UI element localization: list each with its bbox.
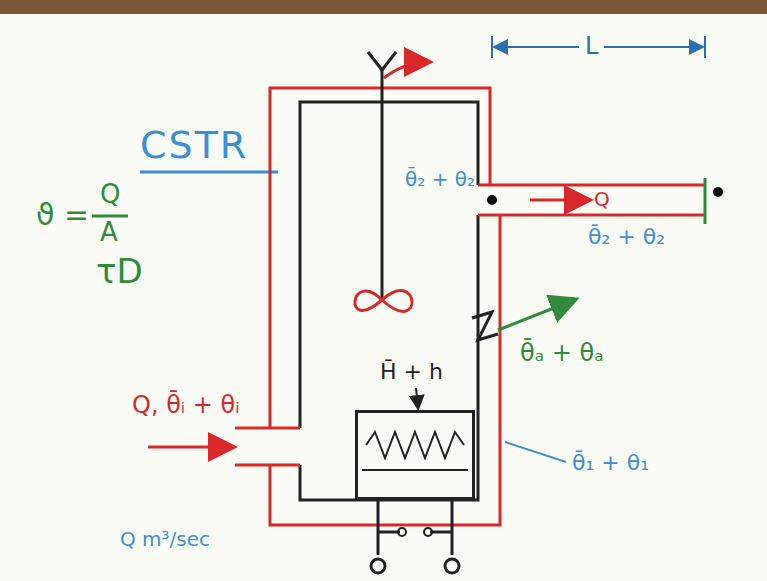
dimension-tick <box>704 36 706 58</box>
inlet-pipe <box>235 464 300 467</box>
heater-plate <box>362 469 468 471</box>
fraction-denominator: A <box>100 218 118 248</box>
dimension-label: L <box>579 33 604 61</box>
heater-box: H̄ + h <box>355 410 475 500</box>
heater-input: H̄ + h <box>380 359 443 384</box>
outer-wall <box>270 88 490 428</box>
terminal <box>445 559 459 573</box>
delay-symbol: τD <box>96 252 143 291</box>
switch-contact <box>424 528 432 536</box>
flow-arrow <box>530 199 588 202</box>
flow-label: Q <box>594 188 610 211</box>
title-underline <box>140 171 278 174</box>
flow-units: Q m³/sec <box>120 528 210 551</box>
heater-temperature: θ̄₁ + θ₁ <box>572 450 649 475</box>
resistor-symbol <box>366 432 464 458</box>
stirrer-shaft <box>381 70 384 300</box>
impeller <box>355 291 412 312</box>
inlet-label: Q, θ̄ᵢ + θᵢ <box>132 392 239 420</box>
pipe-end <box>704 178 707 224</box>
leader-line <box>416 388 418 407</box>
board-frame <box>0 0 767 14</box>
reactor-tank: θ̄₂ + θ₂ H̄ + h <box>300 100 485 525</box>
outer-wall <box>270 215 500 525</box>
measure-point <box>487 195 497 205</box>
terminal <box>371 559 385 573</box>
ambient-temperature: θ̄ₐ + θₐ <box>520 340 604 368</box>
leader-line <box>505 442 566 462</box>
rotation-arrow <box>384 62 428 78</box>
measure-point <box>713 187 723 197</box>
fraction-numerator: Q <box>100 180 120 210</box>
dimension-tick <box>491 36 493 58</box>
title-text: CSTR <box>140 124 248 168</box>
inner-wall <box>300 215 478 500</box>
velocity-symbol: ϑ = <box>36 198 89 233</box>
inner-wall <box>300 102 478 428</box>
switch-contact <box>398 528 406 536</box>
outlet-pipe <box>478 184 705 187</box>
heat-loss-zigzag <box>472 312 498 340</box>
tank-temperature: θ̄₂ + θ₂ <box>405 168 475 191</box>
heat-loss-arrow <box>498 300 574 330</box>
inlet-arrow <box>148 446 232 449</box>
outlet-temperature: θ̄₂ + θ₂ <box>588 224 665 249</box>
stirrer-top <box>368 52 396 70</box>
heater-terminals <box>378 500 452 555</box>
inlet-pipe <box>235 427 300 430</box>
outlet-pipe <box>478 214 705 217</box>
